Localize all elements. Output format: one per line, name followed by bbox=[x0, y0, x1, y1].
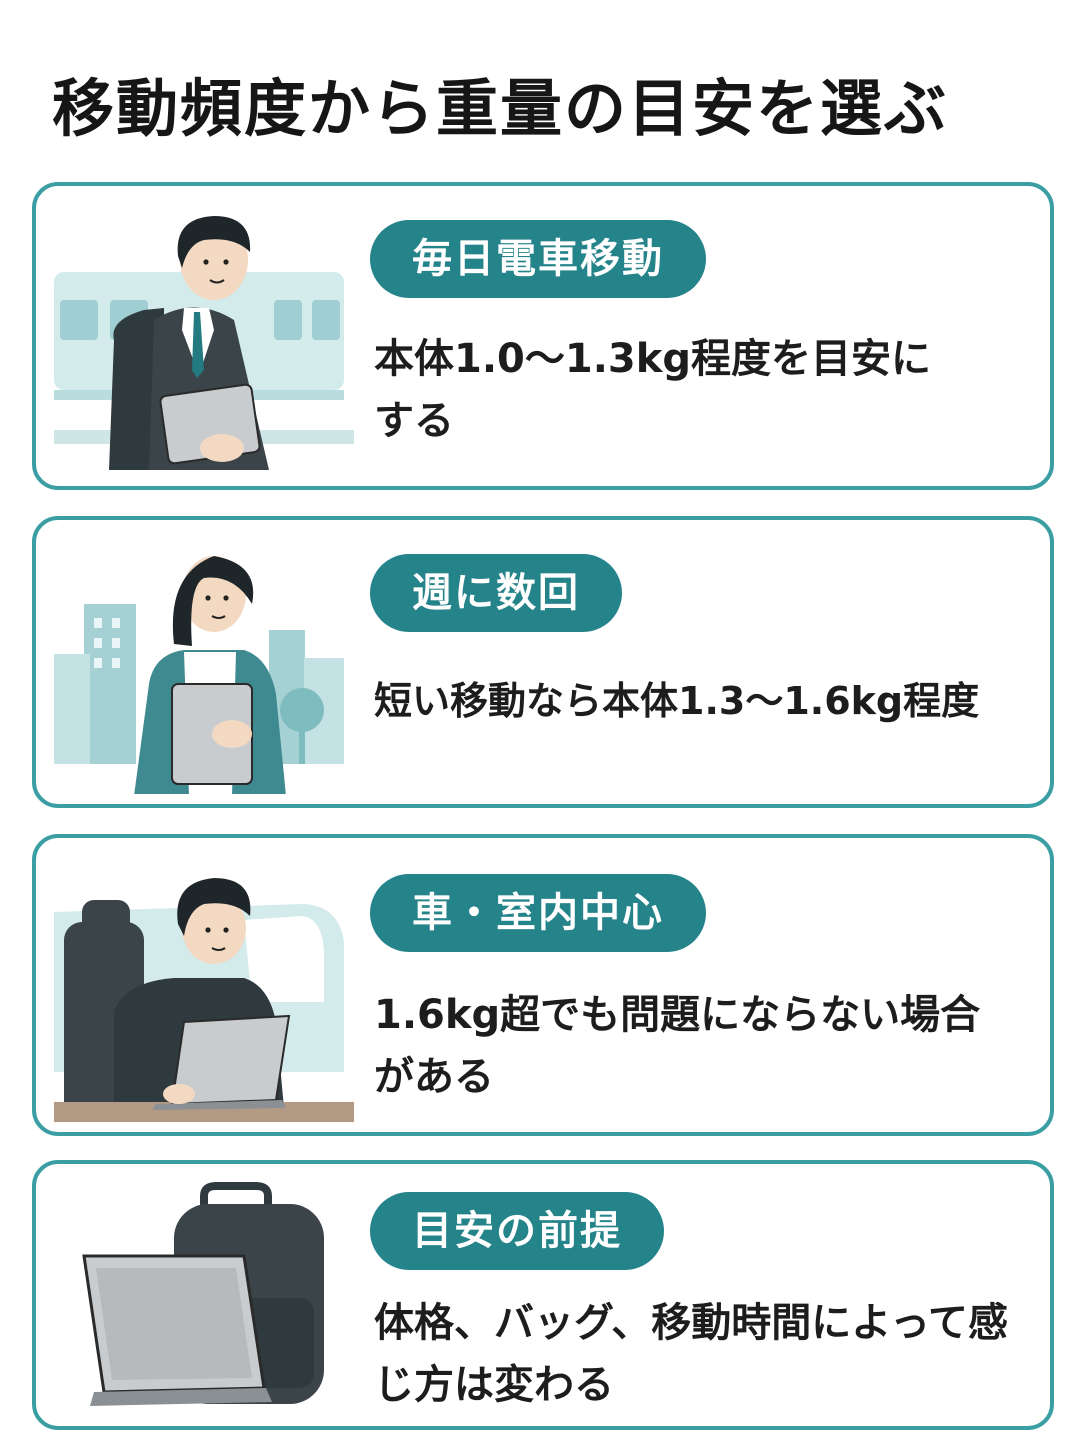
desc-premise: 体格、バッグ、移動時間によって感じ方は変わる bbox=[374, 1300, 1008, 1408]
desc-car-indoor: 1.6kg超でも問題にならない場合がある bbox=[374, 992, 981, 1100]
card-car-indoor: 車・室内中心 1.6kg超でも問題にならない場合がある bbox=[32, 834, 1054, 1136]
desc-daily-train: 本体1.0〜1.3kg程度を目安にする bbox=[374, 336, 931, 444]
tag-few-times-week: 週に数回 bbox=[370, 554, 622, 632]
tag-premise: 目安の前提 bbox=[370, 1192, 664, 1270]
city-commuter-illustration bbox=[54, 556, 344, 794]
car-laptop-illustration bbox=[54, 878, 354, 1122]
tag-car-indoor: 車・室内中心 bbox=[370, 874, 706, 952]
card-premise: 目安の前提 体格、バッグ、移動時間によって感じ方は変わる bbox=[32, 1160, 1054, 1430]
desc-few-times-week: 短い移動なら本体1.3〜1.6kg程度 bbox=[374, 679, 980, 723]
card-daily-train: 毎日電車移動 本体1.0〜1.3kg程度を目安にする bbox=[32, 182, 1054, 490]
commuter-train-illustration bbox=[54, 216, 354, 470]
tag-daily-train: 毎日電車移動 bbox=[370, 220, 706, 298]
page-title: 移動頻度から重量の目安を選ぶ bbox=[52, 72, 949, 145]
card-few-times-week: 週に数回 短い移動なら本体1.3〜1.6kg程度 bbox=[32, 516, 1054, 808]
laptop-backpack-illustration bbox=[82, 1182, 324, 1406]
